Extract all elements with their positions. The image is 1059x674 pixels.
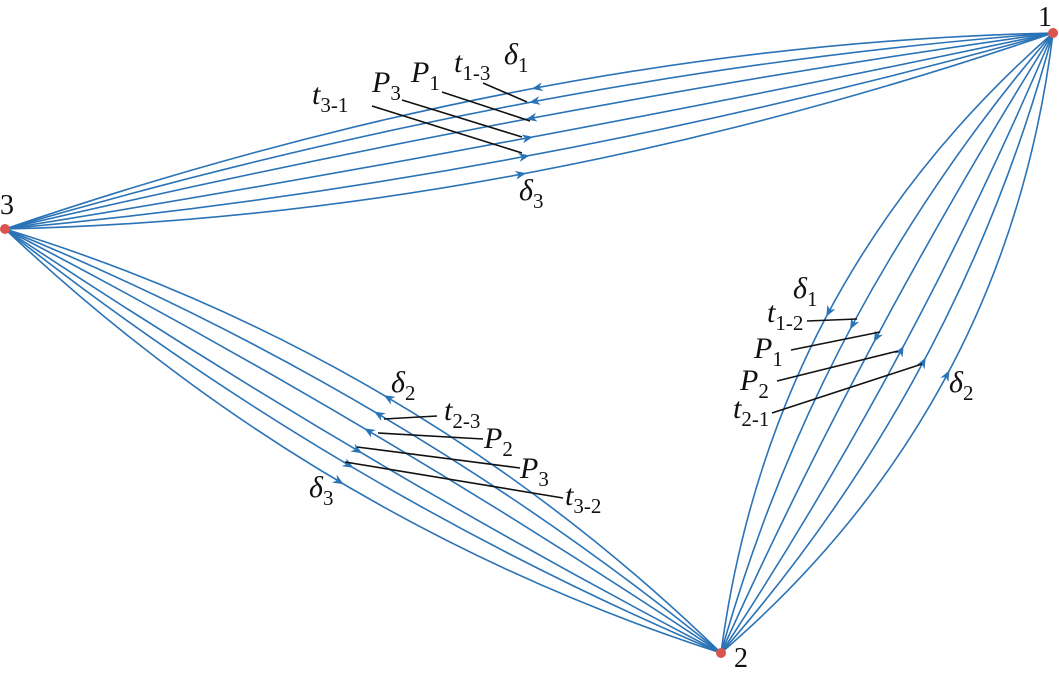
leader-t1-2 (806, 318, 858, 322)
arrow-icon-2-3-δ2 (383, 395, 396, 405)
leader-t2-1 (771, 363, 923, 414)
curves-layer (4, 32, 1054, 654)
arrow-icon-2-3-t2-3 (374, 411, 386, 422)
arrow-icon-1-3-t3-1 (517, 153, 530, 162)
arrow-icon-1-2-P2 (894, 345, 904, 358)
label-p2-right: P2 (739, 364, 769, 403)
label-t2-3: t2-3 (444, 394, 480, 433)
leader-p2-bottom (377, 432, 484, 440)
leader-lines (344, 82, 923, 499)
arrow-icon-2-3-P2 (364, 428, 376, 438)
leader-p1-top (441, 91, 531, 122)
curve-2-3-δ2 (4, 228, 722, 654)
curve-2-3-t3-2 (4, 228, 722, 654)
leader-p1-right (790, 331, 881, 351)
node-label-2: 2 (734, 643, 748, 674)
node-1 (1048, 28, 1058, 38)
label-t2-1: t2-1 (733, 392, 769, 431)
node-2 (716, 648, 726, 658)
leader-p2-right (776, 350, 899, 382)
arrow-icon-1-3-δ3 (514, 170, 527, 180)
curve-2-3-P3 (4, 228, 722, 654)
leader-t3-1 (371, 105, 523, 154)
leader-p3-top (401, 99, 523, 138)
arrow-icon-1-3-P3 (521, 134, 534, 144)
curve-2-3-P2 (4, 228, 722, 654)
label-t1-3: t1-3 (454, 46, 490, 85)
label-delta3-top: δ3 (519, 174, 543, 213)
label-p3-top: P3 (371, 66, 401, 105)
arrow-icon-1-2-t2-1 (916, 357, 926, 370)
label-delta2-bottom: δ2 (391, 366, 415, 405)
arrow-icon-1-3-δ1 (531, 82, 544, 92)
node-label-3: 3 (0, 190, 14, 221)
curve-2-3-t2-3 (4, 228, 722, 654)
leader-p3-bottom (356, 446, 521, 469)
label-t3-1: t3-1 (312, 78, 348, 117)
curve-2-3-δ3 (4, 228, 722, 654)
leader-t1-3 (482, 82, 528, 103)
arrow-icon-1-3-t1-3 (529, 96, 541, 105)
label-p3-bottom: P3 (519, 452, 549, 491)
label-p1-top: P1 (410, 56, 440, 95)
leader-t3-2 (344, 461, 564, 499)
node-label-1: 1 (1038, 2, 1052, 33)
label-delta3-bottom: δ3 (309, 471, 333, 510)
label-delta1-right: δ1 (793, 272, 817, 311)
label-t1-2: t1-2 (767, 296, 803, 335)
leader-t2-3 (383, 415, 438, 420)
label-delta1-top: δ1 (504, 38, 528, 77)
arrow-icon-1-2-t1-2 (850, 317, 860, 330)
arrow-icon-2-3-P3 (350, 443, 363, 454)
label-delta2-right: δ2 (949, 366, 973, 405)
arrow-icon-1-3-P1 (525, 112, 538, 122)
arrow-icon-1-2-δ1 (826, 304, 836, 317)
arrow-icon-1-2-δ2 (940, 370, 950, 383)
arrows-layer (332, 82, 950, 485)
label-p2-bottom: P2 (483, 422, 513, 461)
nodes-layer (0, 28, 1058, 658)
arrow-icon-2-3-δ3 (332, 474, 344, 485)
label-p1-right: P1 (753, 332, 783, 371)
node-3 (0, 224, 10, 234)
label-t3-2: t3-2 (565, 479, 601, 518)
